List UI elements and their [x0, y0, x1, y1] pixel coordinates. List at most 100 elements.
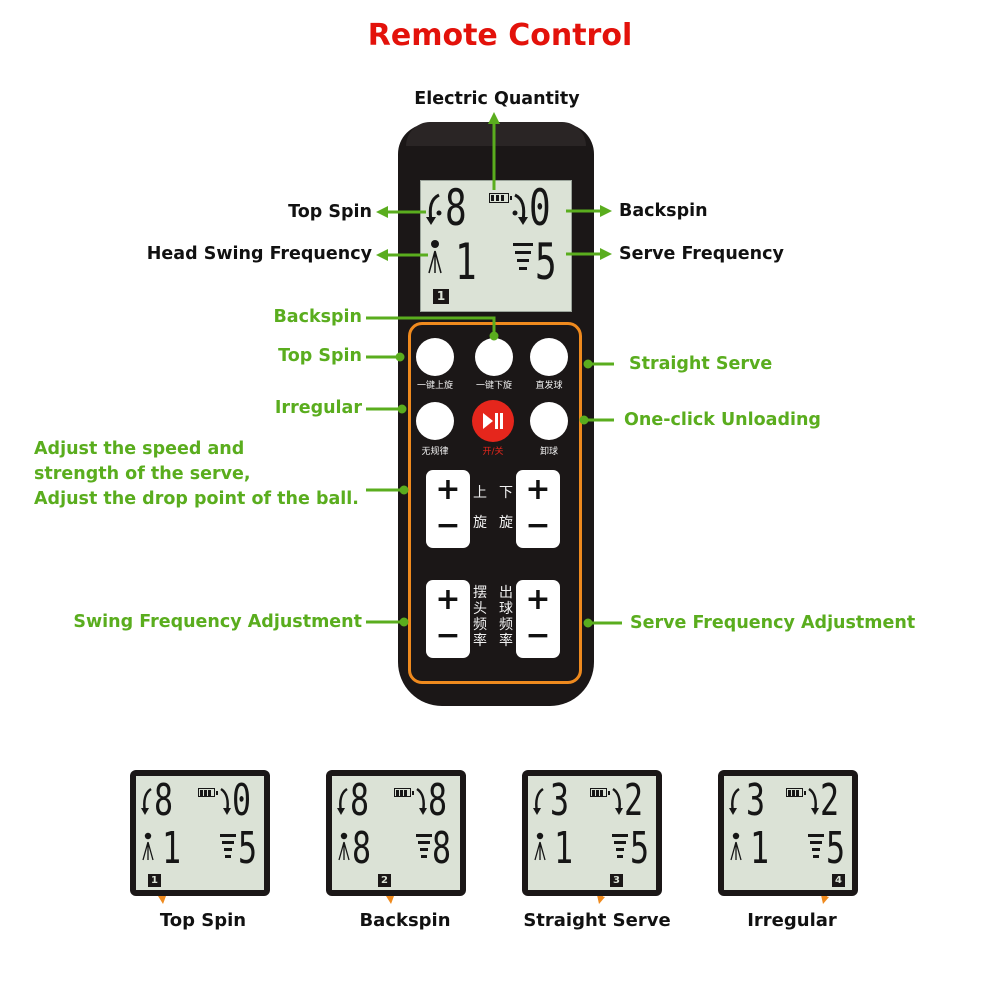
swing-frequency-minus-button[interactable]: −	[435, 618, 461, 653]
mode-screen-4: 3 2 1 5 4	[718, 770, 858, 896]
backspin-minus-button[interactable]: −	[525, 508, 551, 543]
head-swing-icon	[428, 240, 442, 274]
mode-4-caption: Irregular	[747, 910, 837, 931]
power-play-pause-button[interactable]	[472, 400, 514, 442]
backspin-arrow-icon	[612, 787, 623, 815]
dot-adjust-icon	[399, 485, 409, 495]
callout-btn-top-spin: Top Spin	[278, 346, 362, 366]
mode-3-caption: Straight Serve	[523, 910, 671, 931]
top-spin-arrow-icon	[729, 787, 740, 815]
mode-3-top-left: 3	[550, 776, 570, 826]
battery-icon	[489, 193, 512, 203]
head-swing-icon	[142, 832, 154, 861]
serve-frequency-plus-button[interactable]: +	[525, 582, 551, 617]
mode-2-bottom-right: 8	[432, 823, 452, 874]
callout-one-click-unloading: One-click Unloading	[624, 410, 821, 430]
mode-screen-3: 3 2 1 5 3	[522, 770, 662, 896]
remote-top-cap	[406, 122, 586, 146]
mode-4-pointer-arrow-icon	[821, 895, 829, 904]
freq-right-char-2: 球	[499, 601, 513, 617]
head-swing-icon	[338, 832, 350, 861]
dot-irregular-icon	[397, 404, 407, 414]
callout-adjust-line-1: Adjust the speed and	[34, 439, 245, 459]
serve-frequency-bars-icon	[513, 243, 535, 277]
mode-2-badge: 2	[378, 874, 391, 887]
arrow-backspin-icon	[600, 205, 612, 217]
mode-2-top-left: 8	[350, 776, 370, 826]
mode-4-top-left: 3	[746, 776, 766, 826]
mode-4-badge: 4	[832, 874, 845, 887]
unload-ball-label: 卸球	[539, 447, 558, 457]
dot-one-click-unloading-icon	[579, 415, 589, 425]
one-click-topspin-label: 一键上旋	[416, 381, 453, 391]
mode-2-caption: Backspin	[359, 910, 451, 931]
dot-swing-frequency-adjustment-icon	[399, 617, 409, 627]
main-lcd-screen: 8 0 1 5 1	[420, 180, 572, 312]
callout-top-spin: Top Spin	[288, 202, 372, 222]
one-click-topspin-button[interactable]	[416, 338, 454, 376]
lcd-bottom-right-value: 5	[535, 233, 557, 291]
mode-screen-2: 8 8 8 8 2	[326, 770, 466, 896]
irregular-label: 无规律	[421, 447, 449, 457]
leader-btn-backspin	[366, 316, 496, 334]
serve-frequency-minus-button[interactable]: −	[525, 618, 551, 653]
swing-frequency-rocker[interactable]: + −	[426, 580, 470, 658]
serve-frequency-bars-icon	[220, 834, 238, 864]
top-spin-arrow-icon	[533, 787, 544, 815]
callout-backspin: Backspin	[619, 201, 708, 221]
swing-frequency-plus-button[interactable]: +	[435, 582, 461, 617]
mode-4-top-right: 2	[820, 776, 840, 826]
mode-2-bottom-left: 8	[352, 823, 372, 874]
straight-serve-button[interactable]	[530, 338, 568, 376]
backspin-arrow-icon	[512, 193, 528, 225]
mode-3-badge: 3	[610, 874, 623, 887]
backspin-plus-button[interactable]: +	[525, 472, 551, 507]
callout-btn-backspin: Backspin	[273, 307, 362, 327]
topspin-plus-button[interactable]: +	[435, 472, 461, 507]
one-click-backspin-button[interactable]	[475, 338, 513, 376]
straight-serve-label: 直发球	[535, 381, 563, 391]
arrow-top-spin-icon	[376, 206, 388, 218]
backspin-arrow-icon	[808, 787, 819, 815]
mode-screen-3-lcd: 3 2 1 5 3	[528, 776, 656, 890]
topspin-minus-button[interactable]: −	[435, 508, 461, 543]
spin-right-char-1: 下	[499, 485, 513, 501]
unload-ball-button[interactable]	[530, 402, 568, 440]
serve-frequency-bars-icon	[612, 834, 630, 864]
callout-head-swing-frequency: Head Swing Frequency	[146, 244, 372, 264]
mode-4-bottom-left: 1	[750, 823, 770, 874]
play-pause-icon	[483, 413, 503, 429]
mode-3-bottom-right: 5	[630, 823, 650, 874]
irregular-button[interactable]	[416, 402, 454, 440]
freq-right-char-3: 频	[499, 617, 513, 633]
callout-adjust-line-3: Adjust the drop point of the ball.	[34, 489, 359, 509]
topspin-adjust-rocker[interactable]: + −	[426, 470, 470, 548]
freq-right-char-4: 率	[499, 633, 513, 649]
freq-right-char-1: 出	[499, 585, 513, 601]
mode-screen-4-lcd: 3 2 1 5 4	[724, 776, 852, 890]
callout-straight-serve: Straight Serve	[629, 354, 773, 374]
serve-frequency-rocker[interactable]: + −	[516, 580, 560, 658]
callout-adjust-line-2: strength of the serve,	[34, 464, 251, 484]
head-swing-icon	[730, 832, 742, 861]
top-spin-arrow-icon	[426, 193, 442, 225]
mode-1-badge: 1	[148, 874, 161, 887]
callout-electric-quantity: Electric Quantity	[414, 89, 580, 109]
lcd-top-left-value: 8	[445, 180, 467, 237]
head-swing-icon	[534, 832, 546, 861]
freq-left-char-1: 摆	[473, 585, 487, 601]
mode-3-top-right: 2	[624, 776, 644, 826]
dot-straight-serve-icon	[583, 359, 593, 369]
dot-serve-frequency-adjustment-icon	[583, 618, 593, 628]
dot-btn-top-spin-icon	[395, 352, 405, 362]
backspin-arrow-icon	[220, 787, 231, 815]
mode-1-caption: Top Spin	[159, 910, 247, 931]
callout-serve-frequency: Serve Frequency	[619, 244, 784, 264]
mode-2-top-right: 8	[428, 776, 448, 826]
backspin-adjust-rocker[interactable]: + −	[516, 470, 560, 548]
power-label: 开/关	[482, 447, 504, 457]
mode-3-bottom-left: 1	[554, 823, 574, 874]
callout-swing-frequency-adjustment: Swing Frequency Adjustment	[73, 612, 362, 632]
battery-icon	[198, 788, 218, 797]
